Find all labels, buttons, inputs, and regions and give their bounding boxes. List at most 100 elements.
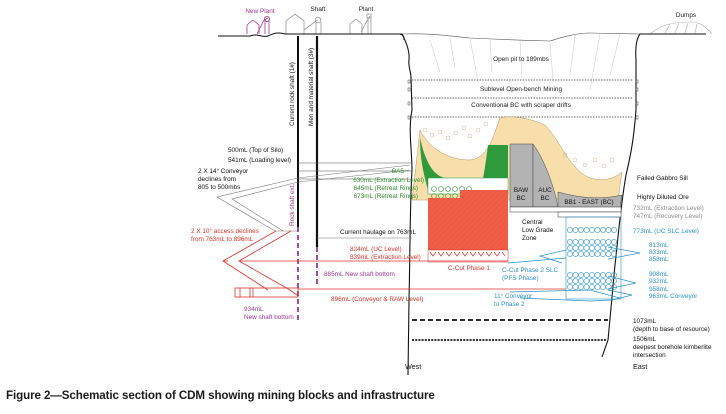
slc-ring — [578, 245, 584, 251]
c-cut-phase1-bells — [429, 251, 506, 257]
central-zone-label-2: Low Grade — [522, 227, 554, 234]
failed-gabbro-label: Failed Gabbro Sill — [637, 175, 688, 182]
access-declines — [222, 230, 508, 297]
slc-ring — [572, 272, 579, 278]
conveyor-raw-level — [234, 287, 566, 298]
slc-ring — [567, 239, 573, 245]
dumps-icon — [649, 21, 713, 35]
access-declines-label-1: 2 X 10° access declines — [191, 227, 259, 235]
slc-ring — [611, 245, 617, 251]
slc-ring — [600, 227, 606, 233]
rock-shaft-label: Current rock shaft (1#) — [289, 62, 296, 126]
conveyor-declines-label-2: declines from — [198, 176, 236, 183]
base-resource-label-1: 1073mL — [633, 318, 657, 325]
top-of-silo-label: 500mL (Top of Silo) — [228, 147, 283, 154]
slc-ring — [589, 278, 595, 284]
bb1-east-block — [557, 191, 623, 209]
auc-label-2: BC — [541, 195, 550, 202]
ground-surface-line — [218, 32, 405, 41]
slc-level-label: 833mL — [649, 249, 669, 256]
sublevel-label: Sublevel Open-bench Mining — [480, 86, 563, 93]
uc-slc-773-label: 773mL (UC SLC Level) — [633, 228, 699, 235]
slc-ring — [600, 284, 606, 290]
slc-ring — [583, 251, 590, 257]
slc-access-ramps — [507, 246, 641, 302]
pit-floor — [401, 32, 641, 42]
deepest-borehole-label-1: 1506mL — [633, 336, 657, 343]
slc-ring — [605, 278, 612, 284]
pit-hatching — [429, 33, 621, 91]
slc-level-label: 858mL — [649, 256, 669, 263]
east-label: East — [633, 362, 647, 371]
deepest-borehole-label-2: deepest borehole kimberlite — [633, 344, 712, 351]
extraction-839-label: 839mL (Extraction Level) — [350, 254, 421, 261]
slc-ring — [594, 272, 601, 278]
slc-level-label: 908mL — [649, 271, 669, 278]
c-cut-phase2-label-1: C-Cut Phase 2 SLC — [502, 267, 559, 274]
level-markers — [407, 79, 639, 120]
conveyor-declines — [216, 164, 411, 232]
slc-ring — [567, 245, 573, 251]
slc-ring — [578, 227, 584, 233]
slc-ring — [567, 251, 573, 257]
new-shaft-bottom-934-label-1: 934mL — [244, 306, 264, 313]
slc-ring — [589, 272, 595, 278]
new-shaft-bottom-885-label: 885mL New shaft bottom — [324, 271, 395, 278]
conveyor-declines-label-3: 805 to 500mbs — [198, 184, 240, 191]
highly-diluted-label: Highly Diluted Ore — [637, 194, 689, 201]
slc-ring — [611, 227, 617, 233]
slc-ring — [589, 227, 595, 233]
slc-ring — [594, 227, 601, 233]
slc-ring — [605, 245, 612, 251]
base-resource-label-2: (depth to base of resource) — [633, 326, 710, 333]
slc-ring — [572, 239, 579, 245]
rock-shaft-ext-label: Rock shaft ext. — [289, 184, 296, 226]
ba5-level-630: 630mL (Extraction Level) — [353, 177, 424, 184]
figure-caption: Figure 2—Schematic section of CDM showin… — [6, 389, 435, 402]
slc-ring — [583, 245, 590, 251]
ba5-level-645: 645mL (Retreat Rings) — [354, 185, 418, 192]
loading-level-label: 541mL (Loading level) — [228, 157, 291, 164]
slc-ring — [572, 278, 579, 284]
slc-ring — [594, 239, 601, 245]
c-cut-phase1-undercut — [427, 249, 509, 263]
new-shaft-bottom-934-label-2: New shaft bottom — [244, 314, 294, 321]
conveyor-phase2-label-1: 11° Conveyor — [494, 292, 533, 300]
baw-label-2: BC — [517, 195, 526, 202]
slc-ring — [578, 239, 584, 245]
conventional-bc-label: Conventional BC with scraper drifts — [471, 102, 571, 109]
c-cut-phase2-label-2: (PFS Phase) — [502, 275, 539, 282]
extraction-732-label: 732mL (Extraction Level) — [633, 205, 704, 212]
slc-level-label: 958mL — [649, 286, 669, 293]
new-plant-label: New Plant — [245, 8, 274, 15]
access-declines-label-2: from 763mL to 896mL — [191, 236, 254, 243]
conveyor-declines-label-1: 2 X 14° Conveyor — [198, 167, 249, 175]
ba5-label: BA5 — [392, 168, 405, 175]
rubble — [422, 121, 615, 169]
auc-label-1: AUC — [538, 187, 552, 194]
slc-ring — [605, 227, 612, 233]
slc-ring — [567, 272, 573, 278]
recovery-747-label: 747mL (Recovery Level) — [633, 213, 702, 220]
slc-ring — [594, 245, 601, 251]
plant-label: Plant — [359, 6, 374, 13]
central-zone-label-3: Zone — [522, 235, 537, 242]
slc-ring — [594, 284, 601, 290]
pit-outline-east — [601, 33, 706, 358]
slc-level-label: 813mL — [649, 242, 669, 249]
slc-rings — [567, 227, 617, 290]
new-plant-icon — [246, 15, 270, 35]
slc-ring — [611, 239, 617, 245]
slc-ring — [567, 227, 573, 233]
slc-ring — [572, 284, 579, 290]
slc-ring — [583, 278, 590, 284]
slc-ring — [572, 227, 579, 233]
open-pit-label: Open pit to 189mbs — [493, 56, 549, 63]
west-label: West — [405, 362, 421, 371]
pit-outline — [380, 33, 413, 376]
central-zone-label-1: Central — [522, 219, 543, 226]
slc-level-label: 963mL Conveyor — [649, 293, 698, 300]
slc-ring — [567, 278, 573, 284]
pit-horizons — [412, 79, 633, 118]
